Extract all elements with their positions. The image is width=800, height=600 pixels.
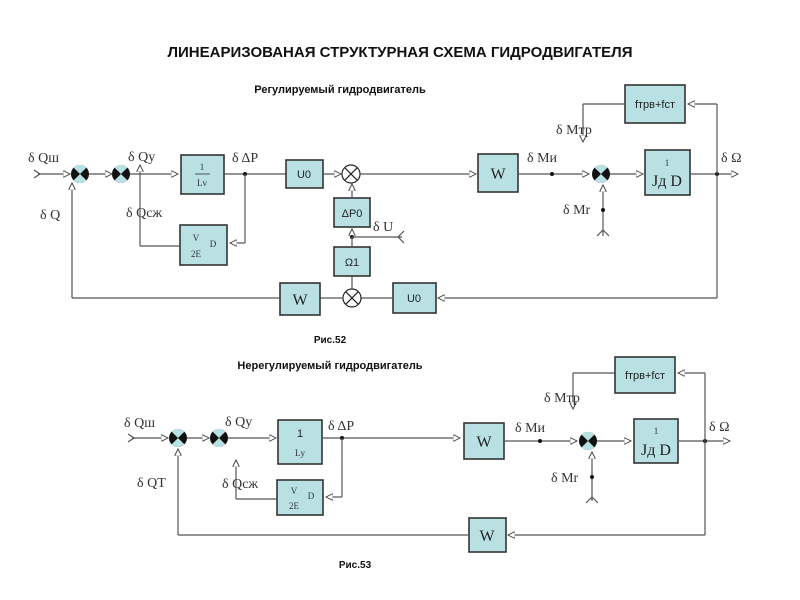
signal-dU: δ U [373,220,393,235]
block-friction: fтрв+fст [624,84,686,124]
svg-text:W: W [479,528,495,545]
block-inertia: 1 Jд D [644,149,691,196]
block-U0-feedback: U0 [392,282,437,314]
block-inv-L: 1 Lv [180,154,225,195]
svg-text:ΔP0: ΔP0 [342,208,363,220]
input-arrow-icon [397,230,405,244]
svg-text:U0: U0 [407,293,421,305]
signal-dMtr: δ Mтр [544,391,580,406]
signal-dDP: δ ΔP [328,419,354,434]
signal-dMr: δ Mr [551,471,579,486]
fig52-subtitle: Регулируемый гидродвигатель [254,84,426,96]
summing-junction-3 [579,431,597,451]
summing-junction-2 [210,428,228,448]
svg-text:Lv: Lv [197,178,207,188]
block-W-feedback: W [279,282,321,316]
block-W: W [463,422,505,460]
svg-text:2E: 2E [191,249,202,259]
svg-text:W: W [292,292,308,309]
signal-dQsh: δ Qш [124,416,155,431]
page-title: ЛИНЕАРИЗОВАНАЯ СТРУКТУРНАЯ СХЕМА ГИДРОДВ… [168,44,633,61]
junction-dot [601,208,605,212]
svg-text:D: D [308,491,315,501]
multiplier-junction-2 [342,288,362,308]
svg-text:fтрв+fст: fтрв+fст [635,99,675,111]
junction-dot [550,172,554,176]
signal-dMi: δ Mи [527,151,558,166]
svg-text:U0: U0 [297,169,311,181]
svg-text:1: 1 [665,158,670,168]
figure-53: Нерегулируемый гидродвигатель δ Qш δ Qу … [124,356,730,571]
block-U0: U0 [285,159,324,189]
block-inertia: 1 Jд D [633,418,679,464]
signal-dQsh: δ Qш [28,151,59,166]
signal-dQy: δ Qу [225,415,252,430]
svg-text:W: W [490,166,506,183]
signal-dQt: δ Q [40,208,60,223]
svg-text:Jд D: Jд D [641,442,671,459]
block-W-feedback: W [468,517,507,553]
block-inv-L: 1 Lу [277,419,323,465]
summing-junction-1 [71,164,89,184]
svg-text:Ω1: Ω1 [345,257,359,269]
block-Omega1: Ω1 [333,246,371,277]
block-friction: fтрв+fст [614,356,676,394]
input-arrow-icon [596,229,610,237]
svg-text:Jд D: Jд D [652,173,682,190]
signal-dOmega: δ Ω [721,151,742,166]
svg-text:2E: 2E [289,501,300,511]
signal-dMtr: δ Mтр [556,123,592,138]
svg-text:D: D [210,239,217,249]
svg-text:Lу: Lу [295,448,305,458]
svg-text:V: V [291,486,298,496]
signal-dDP: δ ΔP [232,151,258,166]
svg-text:1: 1 [297,428,303,440]
svg-text:1: 1 [200,162,205,172]
input-arrow-icon [585,496,599,504]
block-W: W [477,153,519,193]
block-DP0: ΔP0 [333,197,371,228]
svg-text:W: W [476,434,492,451]
signal-dOmega: δ Ω [709,420,730,435]
summing-junction-1 [169,428,187,448]
figure-52: Регулируемый гидродвигатель δ Qш δ Qу 1 … [28,84,742,346]
signal-dMi: δ Mи [515,421,546,436]
signal-dQy: δ Qу [128,150,155,165]
summing-junction-2 [112,164,130,184]
block-volume: V 2E D [179,224,228,266]
svg-text:V: V [193,233,200,243]
summing-junction-3 [592,164,610,184]
junction-dot [590,475,594,479]
fig53-caption: Рис.53 [339,560,372,571]
signal-dQszh: δ Qсж [222,477,258,492]
fig52-caption: Рис.52 [314,335,347,346]
fig53-subtitle: Нерегулируемый гидродвигатель [237,360,422,372]
signal-dQt: δ QТ [137,476,166,491]
signal-dMr: δ Mr [563,203,591,218]
svg-text:1: 1 [654,426,659,436]
multiplier-junction-1 [341,164,361,184]
junction-dot [538,439,542,443]
svg-text:fтрв+fст: fтрв+fст [625,370,665,382]
signal-dQszh: δ Qсж [126,206,162,221]
block-volume: V 2E D [276,479,324,516]
